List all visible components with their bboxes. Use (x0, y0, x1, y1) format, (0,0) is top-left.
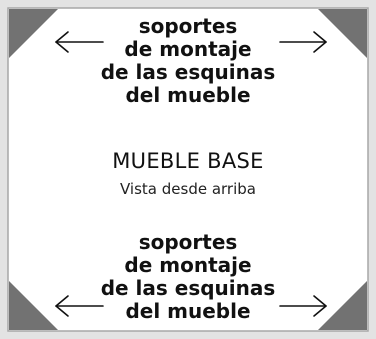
right-arrow-icon (279, 31, 327, 53)
right-arrow-icon (279, 295, 327, 317)
corner-bracket-top-left (9, 9, 58, 58)
bottom-label-line-1: soportes (138, 230, 238, 254)
cabinet-panel (7, 7, 369, 332)
diagram-title: MUEBLE BASE (112, 149, 264, 173)
top-label-line-2: de montaje (124, 37, 252, 61)
corner-bracket-bottom-left (9, 281, 58, 330)
left-arrow-icon (55, 295, 104, 317)
bottom-label-line-4: del mueble (125, 299, 251, 323)
top-label-line-1: soportes (138, 14, 238, 38)
top-label-line-4: del mueble (125, 83, 251, 107)
left-arrow-icon (55, 31, 104, 53)
corner-bracket-top-right (318, 9, 367, 58)
bottom-label-line-2: de montaje (124, 253, 252, 277)
top-label-line-3: de las esquinas (100, 60, 276, 84)
bottom-label-line-3: de las esquinas (100, 276, 276, 300)
diagram-subtitle: Vista desde arriba (120, 180, 256, 198)
corner-bracket-bottom-right (318, 281, 367, 330)
